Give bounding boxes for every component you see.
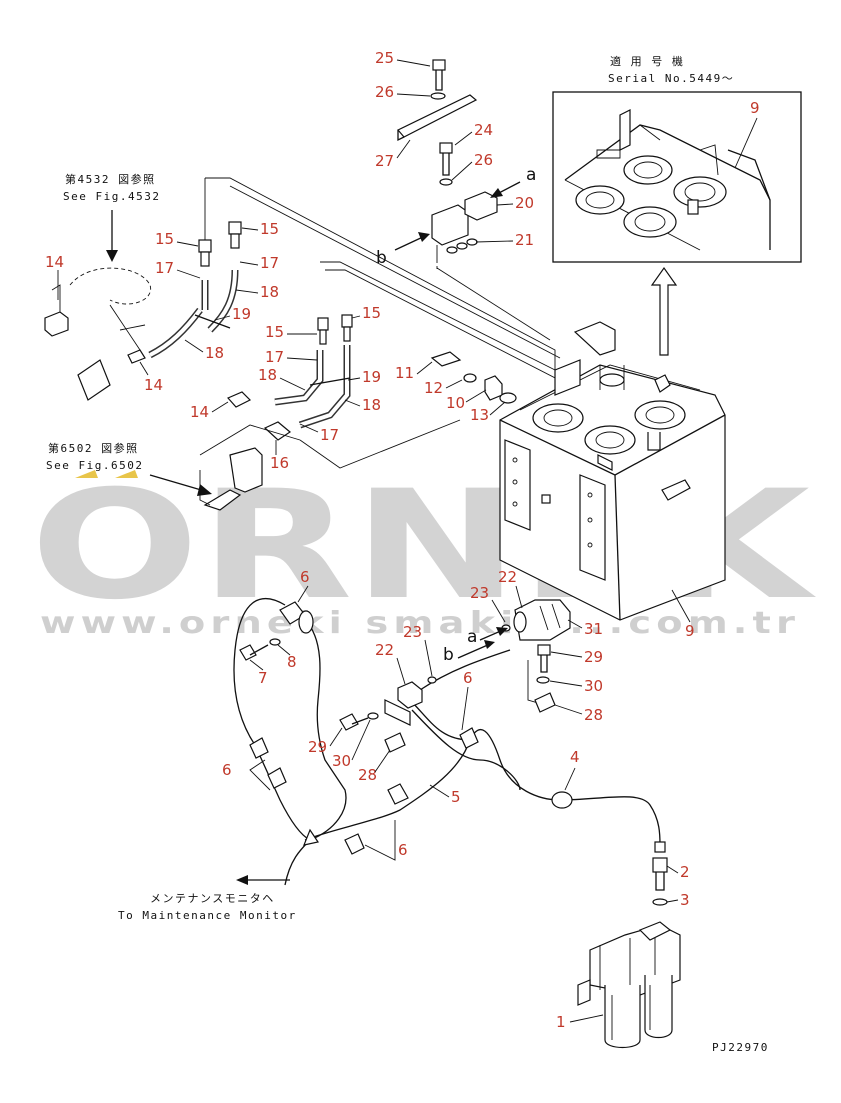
callout-14-b: 14 [144, 376, 163, 394]
callout-4: 4 [570, 748, 580, 766]
ref2-label-en: See Fig.6502 [46, 459, 143, 472]
callout-28-right: 28 [584, 706, 603, 724]
tank-fittings [430, 351, 517, 404]
callout-18-a: 18 [260, 283, 279, 301]
serial-label-jp: 適 用 号 機 [610, 54, 684, 68]
callout-5: 5 [451, 788, 461, 806]
callout-6-bottom: 6 [398, 841, 408, 859]
callout-9-tank: 9 [685, 622, 695, 640]
callout-17-b: 17 [260, 254, 279, 272]
callout-17-c: 17 [265, 348, 284, 366]
callout-1: 1 [556, 1013, 566, 1031]
callout-18-b: 18 [205, 344, 224, 362]
callout-20: 20 [515, 194, 534, 212]
callout-16: 16 [270, 454, 289, 472]
callout-7: 7 [258, 669, 268, 687]
callout-12: 12 [424, 379, 443, 397]
callout-6-top: 6 [300, 568, 310, 586]
serial-label-en: Serial No.5449～ [608, 72, 734, 85]
arrow-right-icon [197, 484, 212, 496]
callout-8: 8 [287, 653, 297, 671]
callout-15-a: 15 [155, 230, 174, 248]
watermark-accent-icon [75, 470, 138, 478]
callout-15-c: 15 [265, 323, 284, 341]
callout-28-left: 28 [358, 766, 377, 784]
watermark-url: www.orneki smakin ...com.tr [40, 606, 800, 641]
pipe-lines [204, 177, 566, 469]
callout-25: 25 [375, 49, 394, 67]
ref2-label-jp: 第6502 図参照 [48, 441, 139, 455]
callout-21: 21 [515, 231, 534, 249]
callout-22-bottom: 22 [375, 641, 394, 659]
drawing-code: PJ22970 [712, 1041, 769, 1054]
callout-30-left: 30 [332, 752, 351, 770]
view-letter-b-top: b [376, 248, 387, 268]
callout-19-b: 19 [362, 368, 381, 386]
callout-23-bottom: 23 [403, 623, 422, 641]
callout-numbers: 25 26 24 26 27 20 21 15 15 17 17 18 19 1… [45, 49, 695, 1031]
callout-17-a: 17 [155, 259, 174, 277]
callout-2: 2 [680, 863, 690, 881]
callout-23-top: 23 [470, 584, 489, 602]
callout-13: 13 [470, 406, 489, 424]
callout-15-d: 15 [362, 304, 381, 322]
left-hose-assembly: 第4532 図参照 See Fig.4532 [44, 172, 242, 401]
callout-18-d: 18 [362, 396, 381, 414]
inset-detail: 適 用 号 機 Serial No.5449～ 9 [552, 54, 802, 263]
view-letter-a-bottom: a [467, 627, 477, 647]
callout-26: 26 [474, 151, 493, 169]
callout-31: 31 [584, 620, 603, 638]
arrow-left-icon [236, 875, 248, 885]
callout-6-mid: 6 [463, 669, 473, 687]
callout-9-inset: 9 [750, 99, 760, 117]
bracket-assembly [397, 59, 498, 270]
callout-11: 11 [395, 364, 414, 382]
callout-14-c: 14 [190, 403, 209, 421]
ref1-label-en: See Fig.4532 [63, 190, 160, 203]
callout-30-right: 30 [584, 677, 603, 695]
hydraulic-tank [499, 321, 726, 621]
up-arrow-icon [650, 266, 678, 356]
monitor-label-en: To Maintenance Monitor [118, 909, 297, 922]
ref1-label-jp: 第4532 図参照 [65, 172, 156, 186]
view-letter-b-bottom: b [443, 645, 454, 665]
callout-27: 27 [375, 152, 394, 170]
callout-22-top: 22 [498, 568, 517, 586]
callout-29-right: 29 [584, 648, 603, 666]
callout-14-a: 14 [45, 253, 64, 271]
wiring-harness [233, 597, 668, 906]
callout-19-a: 19 [232, 305, 251, 323]
monitor-label-jp: メンテナンスモニタヘ [150, 892, 275, 905]
callout-15-b: 15 [260, 220, 279, 238]
callout-6-left: 6 [222, 761, 232, 779]
callout-10: 10 [446, 394, 465, 412]
fig6502-reference: 第6502 図参照 See Fig.6502 [46, 424, 301, 511]
arrow-down-icon [106, 250, 118, 262]
inset-frame [552, 91, 802, 263]
callout-3: 3 [680, 891, 690, 909]
callout-29-left: 29 [308, 738, 327, 756]
callout-24: 24 [474, 121, 493, 139]
view-letter-a-top: a [526, 165, 536, 185]
callout-18-c: 18 [258, 366, 277, 384]
callout-26-top: 26 [375, 83, 394, 101]
callout-17-d: 17 [320, 426, 339, 444]
filter-assembly [577, 921, 681, 1049]
